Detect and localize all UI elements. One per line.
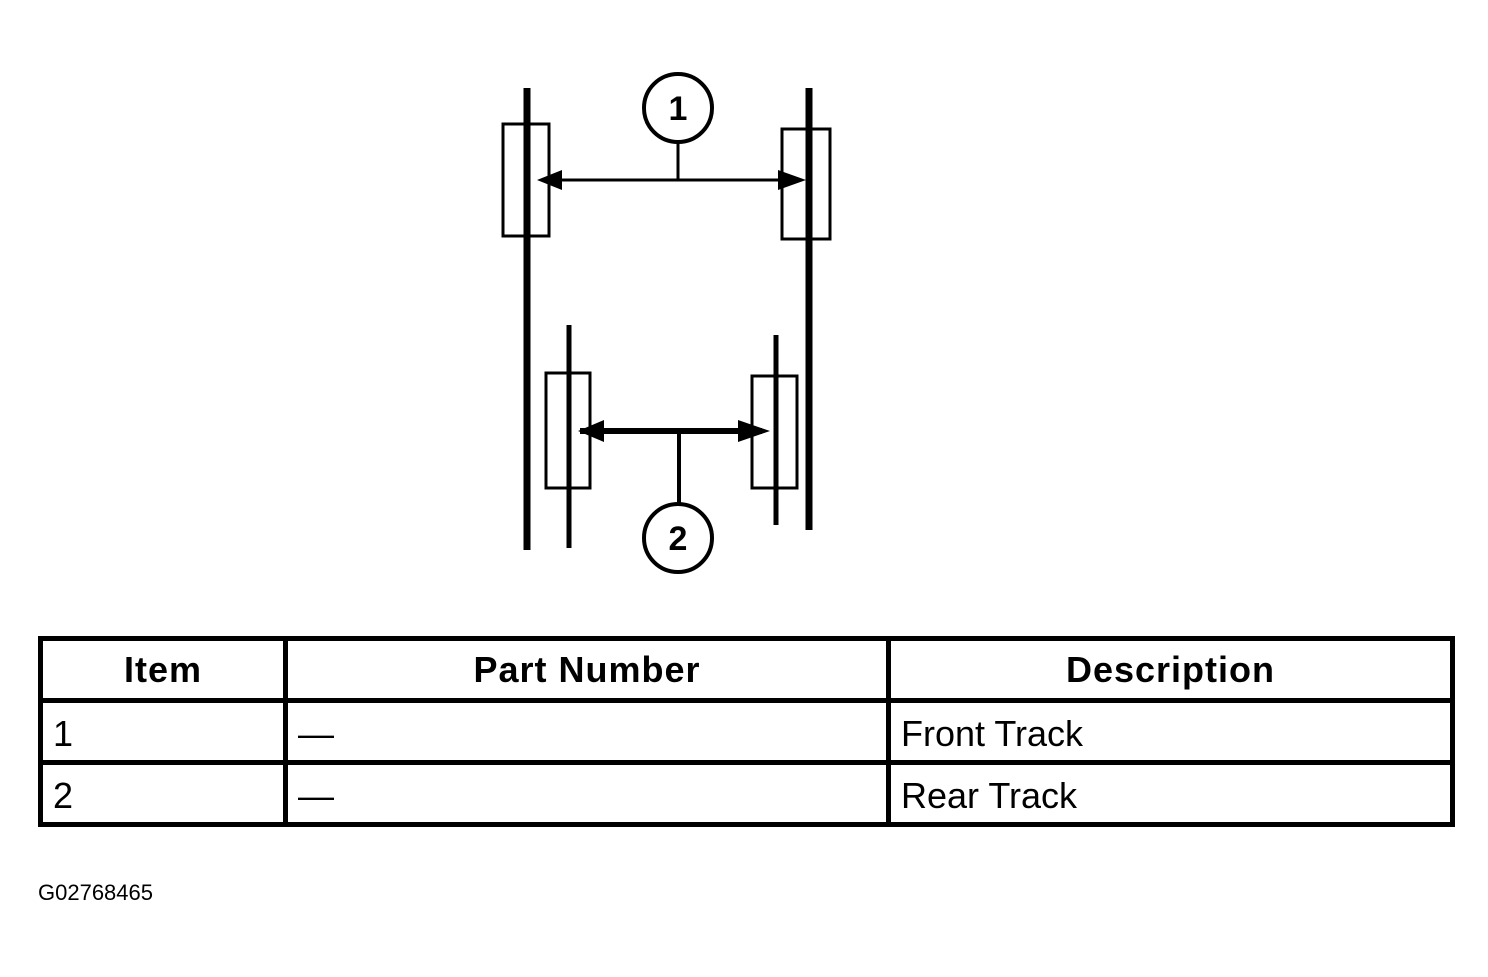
header-item: Item bbox=[38, 636, 288, 703]
cell-item: 1 bbox=[38, 698, 288, 765]
header-description: Description bbox=[886, 636, 1455, 703]
header-part-number: Part Number bbox=[283, 636, 891, 703]
legend-table: Item Part Number Description 1 — Front T… bbox=[38, 636, 1455, 827]
front-left-arrowhead bbox=[537, 170, 562, 190]
front-right-arrowhead bbox=[778, 170, 806, 190]
table-header-row: Item Part Number Description bbox=[38, 636, 1455, 703]
rear-left-arrowhead bbox=[578, 420, 604, 442]
callout-circle-1 bbox=[642, 72, 714, 144]
cell-part-number: — bbox=[283, 760, 891, 827]
rear-right-arrowhead bbox=[738, 420, 770, 442]
track-width-diagram: 1 2 bbox=[501, 72, 832, 574]
cell-item: 2 bbox=[38, 760, 288, 827]
cell-part-number: — bbox=[283, 698, 891, 765]
table-row: 2 — Rear Track bbox=[38, 760, 1455, 827]
cell-description: Rear Track bbox=[886, 760, 1455, 827]
figure-id: G02768465 bbox=[38, 880, 153, 905]
cell-description: Front Track bbox=[886, 698, 1455, 765]
callout-label-2: 2 bbox=[669, 520, 688, 558]
callout-circle-2 bbox=[642, 502, 714, 574]
callout-label-1: 1 bbox=[669, 90, 688, 128]
table-row: 1 — Front Track bbox=[38, 698, 1455, 765]
